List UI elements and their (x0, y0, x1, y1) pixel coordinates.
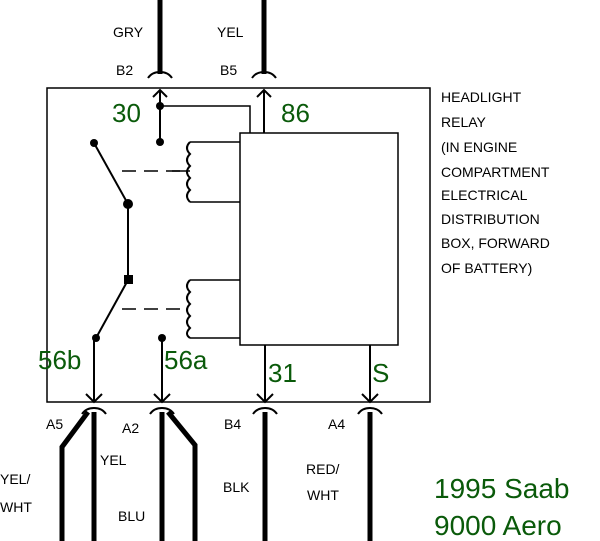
wire-color-yel-bottom: YEL (100, 452, 127, 468)
desc-line: BOX, FORWARD (441, 235, 550, 251)
vehicle-title-line1: 1995 Saab (434, 473, 569, 504)
pin-56a-arrow (153, 393, 171, 404)
pin-label-31: 31 (268, 358, 297, 388)
pin-label-56b: 56b (38, 345, 81, 375)
terminal-label-a2: A2 (122, 420, 139, 436)
wire-color-yel-wht-line2: WHT (0, 499, 32, 515)
relay-control-module (239, 132, 399, 346)
pin-label-30: 30 (112, 98, 141, 128)
top-wire-b2 (147, 0, 173, 79)
upper-coil (172, 141, 240, 203)
desc-line: OF BATTERY) (441, 260, 532, 276)
wire-color-blk: BLK (223, 479, 250, 495)
desc-line: RELAY (441, 114, 487, 130)
connector-a5 (81, 406, 107, 415)
bottom-wires-a2 (159, 410, 198, 541)
pin-s-arrow (361, 393, 379, 404)
top-wire-b5 (251, 0, 277, 79)
connector-a2 (149, 406, 175, 415)
pin-label-s: S (372, 358, 389, 388)
relay-outline (46, 87, 431, 403)
contact-30-dot (156, 138, 164, 146)
desc-line: ELECTRICAL (441, 187, 528, 203)
connector-a4 (357, 406, 383, 415)
connector-b4 (252, 406, 278, 415)
wire-color-red-wht-line2: WHT (307, 487, 339, 503)
pin-label-86: 86 (281, 98, 310, 128)
pin-56b-arrow (85, 393, 103, 404)
pin-86-arrow (256, 88, 272, 133)
component-description: HEADLIGHT RELAY (IN ENGINE COMPARTMENT E… (441, 89, 550, 276)
wire-color-red-wht-line1: RED/ (306, 461, 340, 477)
terminal-label-b4: B4 (224, 416, 241, 432)
upper-switch (90, 139, 133, 278)
wire-color-label-yel-top: YEL (217, 24, 244, 40)
wire-color-yel-wht-line1: YEL/ (0, 471, 30, 487)
terminal-label-b5: B5 (220, 62, 237, 78)
desc-line: DISTRIBUTION (441, 211, 540, 227)
wire-color-label-gry: GRY (113, 24, 144, 40)
terminal-label-b2: B2 (116, 62, 133, 78)
vehicle-title-line2: 9000 Aero (434, 510, 562, 541)
lower-coil (186, 279, 240, 339)
terminal-label-a4: A4 (328, 416, 345, 432)
pin-31-arrow (256, 393, 274, 404)
desc-line: HEADLIGHT (441, 89, 522, 105)
wire-color-blu: BLU (118, 508, 145, 524)
desc-line: COMPARTMENT (441, 164, 550, 180)
bottom-wires-a5 (59, 410, 97, 541)
pin-label-56a: 56a (164, 345, 208, 375)
desc-line: (IN ENGINE (441, 139, 517, 155)
terminal-label-a5: A5 (46, 416, 63, 432)
